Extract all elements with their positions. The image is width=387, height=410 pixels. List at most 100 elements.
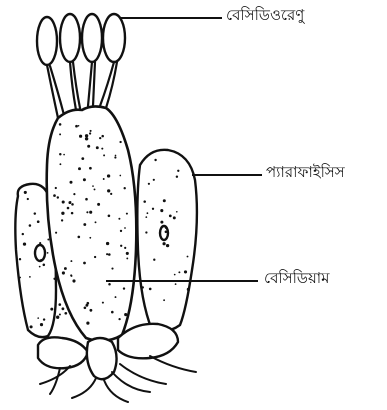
stipple-dot <box>106 253 108 255</box>
stipple-dot <box>94 188 96 190</box>
stipple-dot <box>77 236 80 239</box>
stipple-dot <box>56 316 59 319</box>
stipple-dot <box>123 287 125 289</box>
stipple-dot <box>62 271 65 274</box>
base-cell-left <box>38 337 88 368</box>
stipple-dot <box>175 283 177 285</box>
stipple-dot <box>34 212 36 214</box>
stipple-dot <box>165 227 167 229</box>
stipple-dot <box>126 252 129 255</box>
stipple-dot <box>120 245 122 247</box>
stipple-dot <box>142 286 144 288</box>
stipple-dot <box>145 231 147 233</box>
stipple-dot <box>165 231 168 234</box>
stipple-dot <box>163 242 166 245</box>
basidiospore-1 <box>37 17 57 65</box>
stipple-dot <box>47 238 49 240</box>
stipple-dot <box>101 135 104 138</box>
stipple-dot <box>39 266 41 268</box>
stipple-dot <box>154 159 156 161</box>
stipple-dot <box>173 216 176 219</box>
stipple-dot <box>55 232 57 234</box>
stipple-dot <box>89 309 92 312</box>
stipple-dot <box>114 156 116 158</box>
stipple-dot <box>118 318 120 320</box>
stipple-dot <box>83 262 86 265</box>
stipple-dot <box>89 237 91 239</box>
basidiospore-3 <box>82 14 102 62</box>
stipple-dot <box>148 183 150 185</box>
stipple-dot <box>85 198 88 201</box>
stipple-dot <box>111 311 114 314</box>
stipple-dot <box>174 274 176 276</box>
stipple-dot <box>84 306 87 309</box>
stipple-dot <box>176 175 178 177</box>
stipple-dot <box>143 200 146 203</box>
stipple-dot <box>79 135 82 138</box>
paraphysis-right-nucleus <box>160 226 168 240</box>
stipple-dot <box>166 244 169 247</box>
stipple-dot <box>85 304 88 307</box>
stipple-dot <box>83 223 86 226</box>
stipple-dot <box>62 200 65 203</box>
stipple-dot <box>97 203 100 206</box>
stipple-dot <box>153 179 155 181</box>
stipple-dot <box>187 288 190 291</box>
stipple-dot <box>85 137 88 140</box>
stipple-dot <box>53 278 55 280</box>
stipple-dot <box>92 185 94 187</box>
stipple-dot <box>69 181 72 184</box>
stipple-dot <box>29 276 31 278</box>
stipple-dot <box>163 199 166 202</box>
stipple-dot <box>177 170 179 172</box>
stipple-dot <box>149 288 152 291</box>
stipple-dot <box>47 252 49 254</box>
stipple-dot <box>29 224 32 227</box>
stipple-dot <box>73 193 75 195</box>
basidiospore-4 <box>103 14 125 62</box>
stipple-dot <box>124 227 126 229</box>
label-basidium: বেসিডিয়াম <box>264 271 329 286</box>
stipple-dot <box>39 244 41 246</box>
stipple-dot <box>169 215 172 218</box>
stipple-dot <box>59 123 62 126</box>
stipple-dot <box>30 325 33 328</box>
paraphysis-right <box>137 150 197 331</box>
stipple-dot <box>99 137 101 139</box>
stipple-dot <box>78 125 80 127</box>
stipple-dot <box>59 133 61 135</box>
stipple-dot <box>83 178 86 181</box>
stipple-dot <box>72 279 75 282</box>
stipple-dot <box>27 198 29 200</box>
stipple-dot <box>115 155 117 157</box>
stipple-dot <box>111 268 113 270</box>
stipple-dot <box>53 194 56 197</box>
stipple-dot <box>95 221 97 223</box>
stipple-dot <box>39 242 41 244</box>
stipple-dot <box>24 191 27 194</box>
stipple-dot <box>23 242 26 245</box>
stipple-dot <box>67 207 70 210</box>
stipple-dot <box>70 201 72 203</box>
stipple-dot <box>62 307 65 310</box>
stipple-dot <box>120 230 122 232</box>
base-cell-right <box>118 324 178 359</box>
stipple-dot <box>89 211 92 214</box>
stipple-dot <box>78 167 81 170</box>
stipple-dot <box>90 130 92 132</box>
stipple-dot <box>37 220 40 223</box>
stipple-dot <box>119 141 121 143</box>
stipple-dot <box>160 221 163 224</box>
stipple-dot <box>70 274 72 276</box>
stipple-dot <box>58 303 61 306</box>
stipple-dot <box>64 312 67 315</box>
stipple-dot <box>145 216 147 218</box>
stipple-dot <box>59 313 61 315</box>
stipple-dot <box>71 212 74 215</box>
stipple-dot <box>70 260 72 262</box>
stipple-dot <box>184 270 187 273</box>
stipple-dot <box>96 146 99 149</box>
stipple-dot <box>163 299 165 301</box>
stipple-dot <box>108 253 111 256</box>
